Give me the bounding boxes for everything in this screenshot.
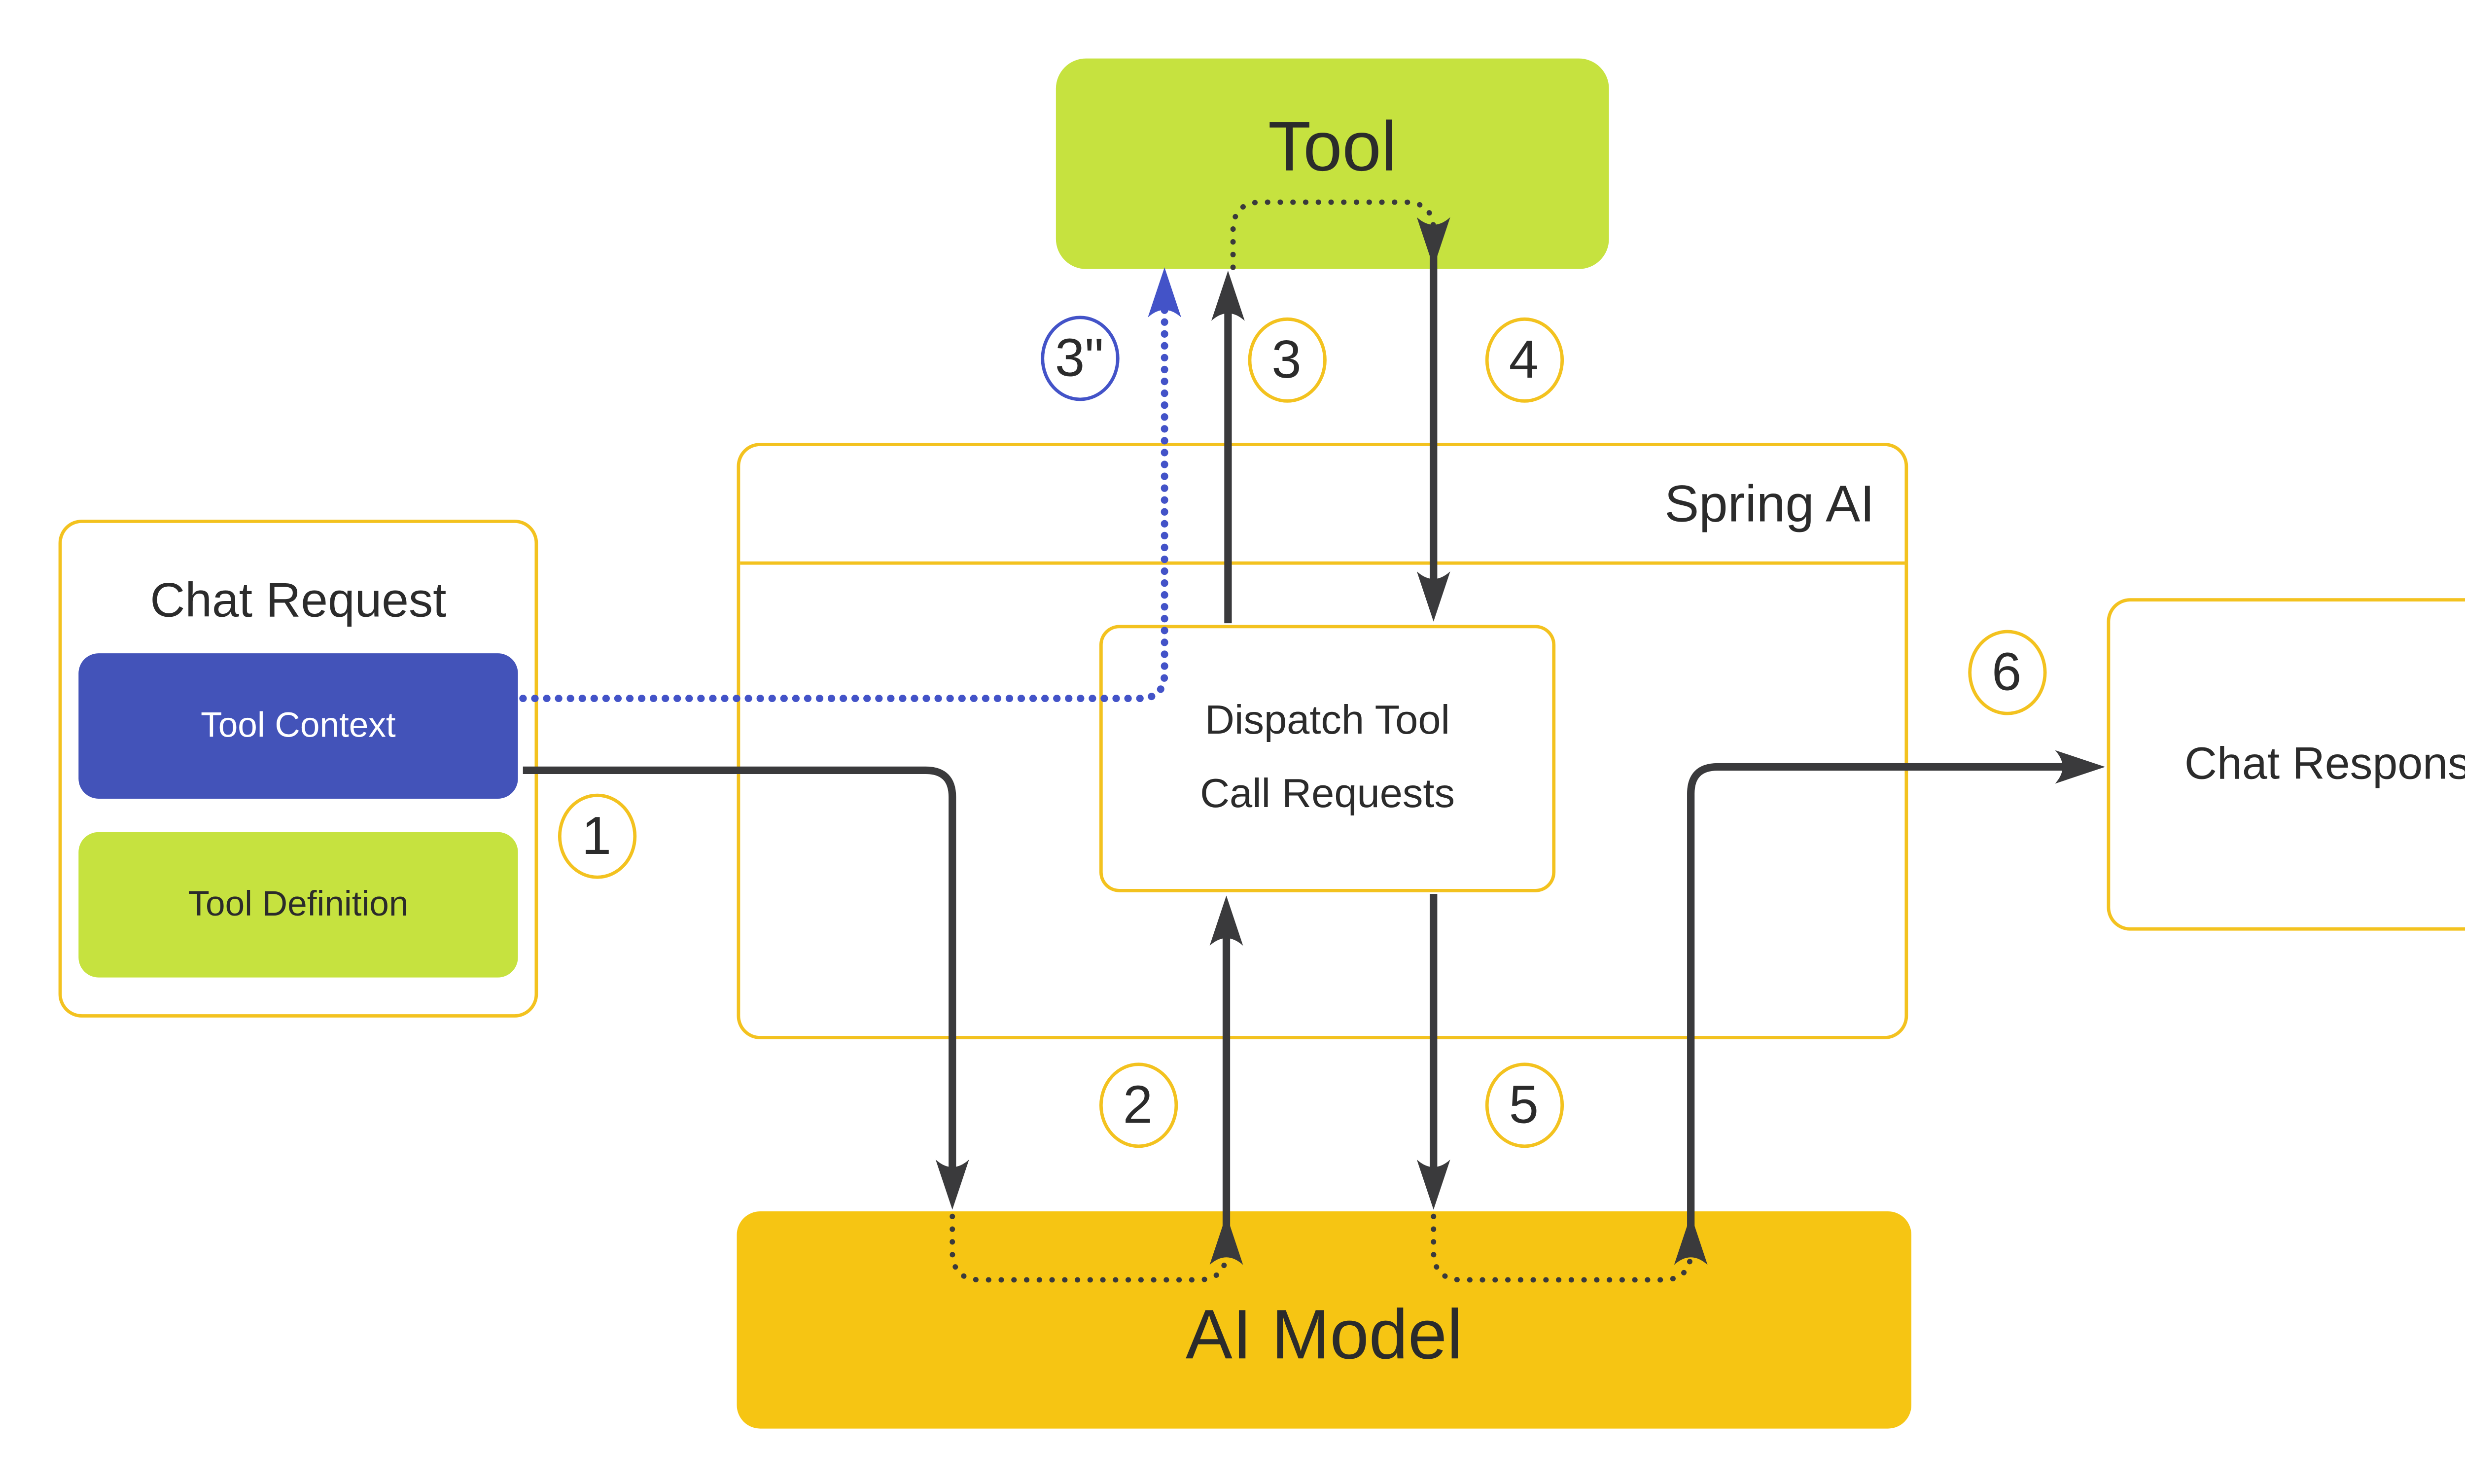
tool-context-node: Tool Context [78,653,518,799]
step-badge-5-label: 5 [1509,1073,1539,1134]
step-badge-6: 6 [1967,629,2046,714]
spring-ai-title: Spring AI [740,446,1905,565]
tool-context-label: Tool Context [201,706,396,744]
chat-response-label: Chat Response [2184,738,2465,789]
chat-request-title: Chat Request [150,574,447,629]
tool-definition-node: Tool Definition [78,832,518,978]
step-badge-4-label: 4 [1509,328,1539,389]
step-badge-4: 4 [1484,317,1563,402]
tool-node: Tool [1056,58,1609,269]
step-badge-6-label: 6 [1992,640,2022,701]
chat-request-node: Chat Request Tool Context Tool Definitio… [58,519,538,1018]
dispatch-tool-call-requests-node: Dispatch Tool Call Requests [1099,625,1556,892]
dispatch-node-label: Dispatch Tool Call Requests [1200,698,1455,817]
step-badge-3-prime: 3" [1040,315,1119,400]
step-badge-2: 2 [1098,1061,1177,1147]
step-badge-5: 5 [1484,1061,1563,1147]
step-badge-3: 3 [1247,317,1326,402]
tool-definition-label: Tool Definition [188,884,409,923]
step-badge-3-prime-label: 3" [1055,326,1104,387]
step-badge-3-label: 3 [1271,328,1302,389]
ai-model-node: AI Model [737,1211,1912,1429]
step-badge-1-label: 1 [581,804,612,865]
step-badge-2-label: 2 [1123,1073,1153,1134]
chat-response-node: Chat Response [2107,598,2465,931]
tool-node-label: Tool [1268,106,1397,186]
step-badge-1: 1 [557,793,636,878]
ai-model-label: AI Model [1185,1295,1463,1374]
